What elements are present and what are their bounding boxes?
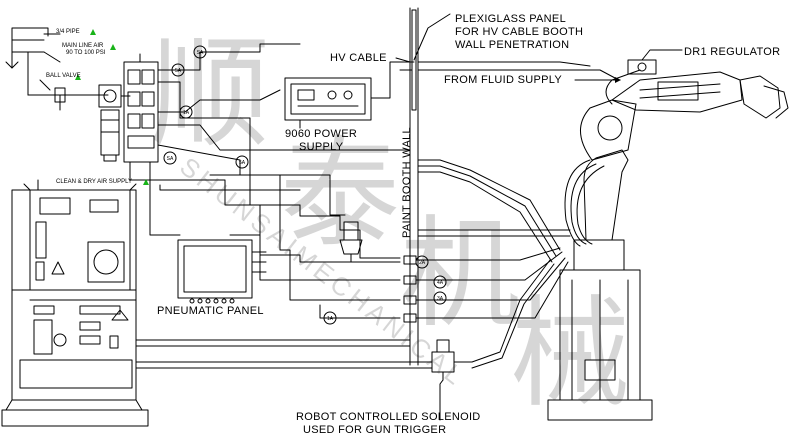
plexiglass-leader	[413, 13, 451, 61]
fluid-lines	[417, 61, 616, 263]
tag-label: 5A	[175, 68, 182, 74]
tag-label: 5A	[239, 160, 246, 166]
booth-wall-label: PAINT BOOTH WALL	[401, 127, 413, 238]
tag-labels: SA 5A 1A SA 5A 2A 4A 3A 1A	[167, 50, 444, 322]
main-air-piping	[5, 27, 109, 111]
solenoid-label-line1: ROBOT CONTROLLED SOLENOID	[296, 411, 481, 423]
tag-label: SA	[167, 156, 174, 162]
main-line-air-psi-label: 90 TO 100 PSI	[66, 50, 106, 56]
solenoid-valve	[431, 259, 555, 401]
indicator-pipe	[90, 29, 96, 35]
tag-label: 1A	[183, 110, 190, 116]
indicator-ball-valve	[75, 74, 81, 80]
booth-wall	[399, 7, 419, 366]
indicator-main-air	[110, 44, 116, 50]
ball-valve-label: BALL VALVE	[46, 73, 81, 79]
watermark-char-1: 顺	[150, 25, 270, 164]
power-supply-label-line2: SUPPLY	[299, 141, 344, 153]
hv-cable-label: HV CABLE	[330, 52, 387, 64]
pneumatic-panel-box	[177, 239, 267, 304]
indicators	[75, 29, 149, 185]
power-supply-unit	[284, 61, 415, 129]
plexiglass-label-line1: PLEXIGLASS PANEL	[455, 13, 566, 25]
tag-label: 3A	[437, 296, 444, 302]
pneumatic-panel-label: PNEUMATIC PANEL	[157, 305, 264, 317]
main-line-air-label: MAIN LINE AIR	[62, 43, 104, 49]
dr1-regulator-label: DR1 REGULATOR	[684, 46, 780, 58]
tag-label: SA	[197, 50, 204, 56]
air-lines	[129, 43, 411, 319]
solenoid-label-line2: USED FOR GUN TRIGGER	[303, 424, 446, 436]
clean-dry-air-label: CLEAN & DRY AIR SUPPLY	[56, 179, 132, 185]
tag-label: 4A	[437, 280, 444, 286]
watermark-char-3: 机	[400, 205, 520, 344]
tag-circles	[163, 45, 447, 325]
fluid-supply-label: FROM FLUID SUPPLY	[444, 74, 562, 86]
tag-label: 1A	[327, 316, 334, 322]
cabinet-cables	[37, 179, 433, 369]
plexiglass-label-line3: WALL PENETRATION	[455, 39, 569, 51]
filter-regulator	[98, 84, 131, 162]
watermark-char-4: 械	[510, 285, 630, 424]
hv-cable-leader	[395, 57, 411, 63]
tag-label: 2A	[419, 260, 426, 266]
plexiglass-label-line2: FOR HV CABLE BOOTH	[455, 26, 583, 38]
pipe-label: 3/4 PIPE	[56, 29, 80, 35]
robot-arm	[547, 49, 789, 421]
fluid-filter	[339, 221, 363, 263]
power-supply-label-line1: 9060 POWER	[285, 128, 357, 140]
control-cabinet	[1, 183, 149, 427]
indicator-air-supply	[143, 179, 149, 185]
